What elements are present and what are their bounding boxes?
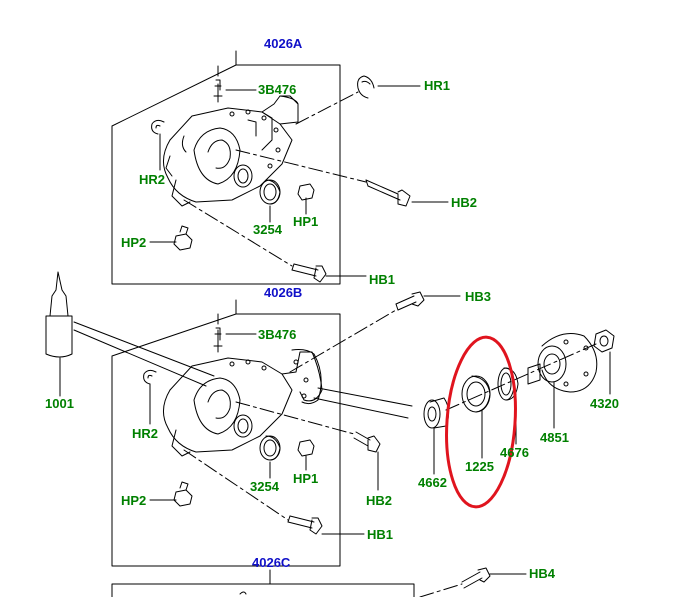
part-label-a-hp1: HP1 (293, 214, 319, 229)
snap-ring-hr2-a (151, 119, 165, 135)
nut-4320 (593, 329, 615, 353)
part-label-c-hb4: HB4 (529, 566, 556, 581)
part-label-a-hr1: HR1 (424, 78, 451, 93)
bolt-hb2-b (353, 431, 381, 453)
bolt-hb3-b (395, 291, 425, 311)
bolt-hb1-a (291, 263, 327, 283)
part-label-a-hp2: HP2 (121, 235, 147, 250)
part-label-b-hb3: HB3 (465, 289, 492, 304)
part-label-b-4676: 4676 (500, 445, 529, 460)
part-label-b-hp1: HP1 (293, 471, 319, 486)
differential-housing-b (163, 327, 323, 457)
assembly-4026b-frame (111, 299, 341, 567)
part-label-b-3b476: 3B476 (258, 327, 297, 342)
assembly-4026a-frame (111, 50, 341, 285)
bolt-hb1-b (287, 515, 323, 535)
part-label-b-3254: 3254 (250, 479, 279, 494)
highlight-ring (445, 335, 517, 509)
assembly-label-4026a: 4026A (264, 36, 303, 51)
part-label-a-3254: 3254 (253, 222, 282, 237)
part-label-b-1225: 1225 (465, 459, 494, 474)
plug-hp1-b (297, 439, 315, 457)
part-label-b-4320: 4320 (590, 396, 619, 411)
part-label-b-4662: 4662 (418, 475, 447, 490)
part-label-b-1001: 1001 (45, 396, 74, 411)
spacer-4662 (423, 397, 450, 429)
alignment-lines-a (183, 65, 367, 267)
plug-hp1-a (297, 183, 315, 201)
flange-4851 (527, 333, 598, 393)
snap-ring-hr2-b (143, 369, 157, 385)
seal-3254-a (259, 179, 281, 205)
part-label-b-hp2: HP2 (121, 493, 147, 508)
part-label-b-4851: 4851 (540, 430, 569, 445)
differential-housing-a (163, 79, 299, 207)
assembly-label-4026c: 4026C (252, 555, 291, 570)
alignment-lines-b (183, 309, 597, 521)
assembly-4026c-frame (111, 569, 415, 597)
leaders-a (149, 85, 449, 277)
snap-ring-hr1-a (357, 75, 375, 99)
part-label-b-hb1: HB1 (367, 527, 394, 542)
bolt-hb4-c (461, 567, 491, 589)
shaft-lines-b (313, 387, 413, 419)
assembly-label-4026b: 4026B (264, 285, 303, 300)
alignment-lines-c (419, 583, 463, 597)
bearing-1225 (461, 375, 491, 413)
plug-hp2-a (173, 225, 193, 251)
part-label-a-hb1: HB1 (369, 272, 396, 287)
leaders-b (59, 295, 611, 535)
bolt-hb2-a (365, 179, 411, 207)
part-label-a-3b476: 3B476 (258, 82, 297, 97)
part-label-b-hr2: HR2 (132, 426, 159, 441)
part-label-a-hr2: HR2 (139, 172, 166, 187)
seal-3254-b (259, 435, 281, 461)
part-label-a-hb2: HB2 (451, 195, 478, 210)
plug-hp2-b (173, 481, 193, 507)
sealant-tube-1001 (45, 271, 215, 393)
part-label-b-hb2: HB2 (366, 493, 393, 508)
